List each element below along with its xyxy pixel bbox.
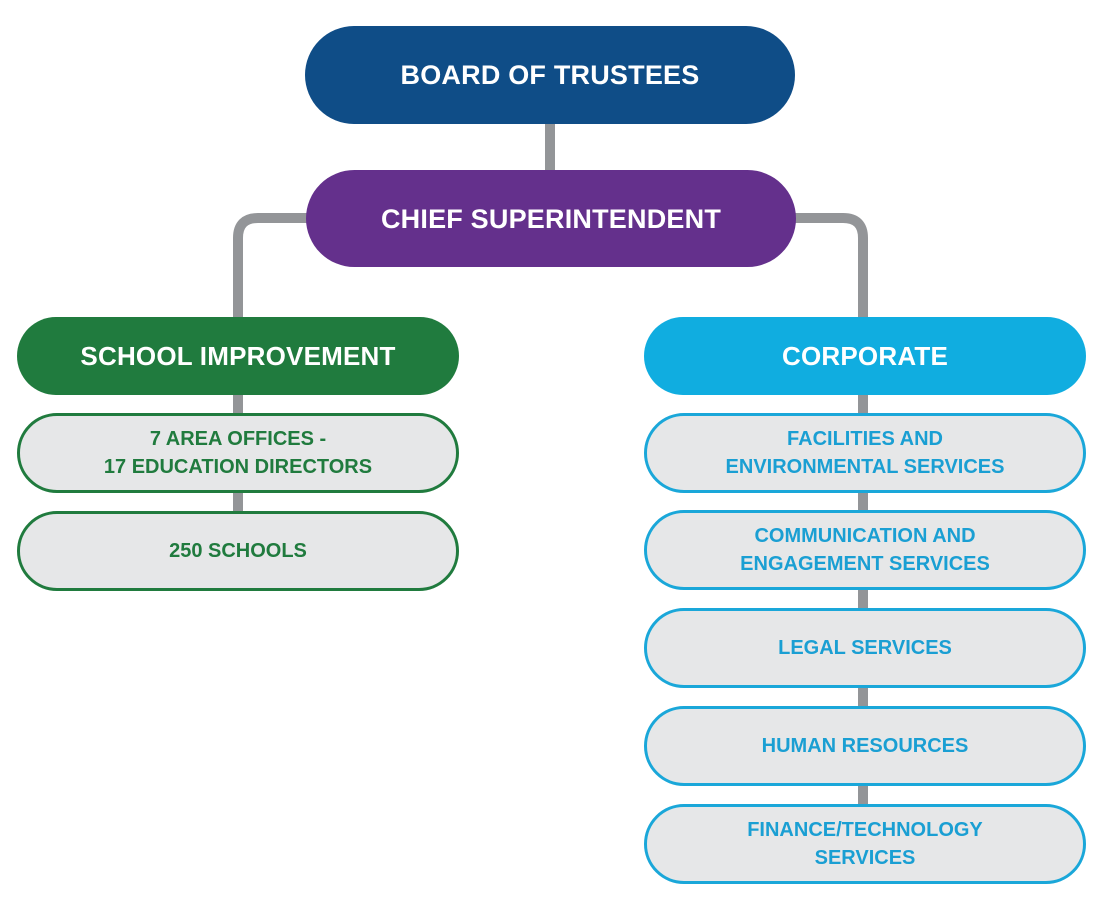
human-resources-node: HUMAN RESOURCES [644, 706, 1086, 786]
finance-technology-node: FINANCE/TECHNOLOGY SERVICES [644, 804, 1086, 884]
school-improvement-label: SCHOOL IMPROVEMENT [80, 341, 396, 371]
legal-services-label: LEGAL SERVICES [778, 637, 952, 659]
chief-superintendent-node: CHIEF SUPERINTENDENT [306, 170, 796, 267]
finance-line1: FINANCE/TECHNOLOGY [747, 819, 983, 841]
human-resources-label: HUMAN RESOURCES [761, 735, 969, 757]
chief-corporate-connector [792, 213, 868, 320]
schools-node: 250 SCHOOLS [17, 511, 459, 591]
board-of-trustees-node: BOARD OF TRUSTEES [305, 26, 795, 124]
finance-line2: SERVICES [814, 847, 916, 869]
corporate-node: CORPORATE [644, 317, 1086, 395]
facilities-services-node: FACILITIES AND ENVIRONMENTAL SERVICES [644, 413, 1086, 493]
chief-superintendent-label: CHIEF SUPERINTENDENT [380, 203, 722, 234]
area-offices-line2: 17 EDUCATION DIRECTORS [103, 456, 373, 478]
chief-school-connector [233, 213, 310, 320]
area-offices-line1: 7 AREA OFFICES - [149, 428, 327, 450]
communication-services-node: COMMUNICATION AND ENGAGEMENT SERVICES [644, 510, 1086, 590]
board-of-trustees-label: BOARD OF TRUSTEES [400, 60, 700, 90]
legal-services-node: LEGAL SERVICES [644, 608, 1086, 688]
schools-label: 250 SCHOOLS [169, 540, 307, 562]
communication-line2: ENGAGEMENT SERVICES [740, 553, 990, 575]
corporate-label: CORPORATE [782, 341, 948, 371]
area-offices-node: 7 AREA OFFICES - 17 EDUCATION DIRECTORS [17, 413, 459, 493]
facilities-line2: ENVIRONMENTAL SERVICES [725, 456, 1005, 478]
school-improvement-node: SCHOOL IMPROVEMENT [17, 317, 459, 395]
communication-line1: COMMUNICATION AND [754, 525, 976, 547]
facilities-line1: FACILITIES AND [787, 428, 943, 450]
